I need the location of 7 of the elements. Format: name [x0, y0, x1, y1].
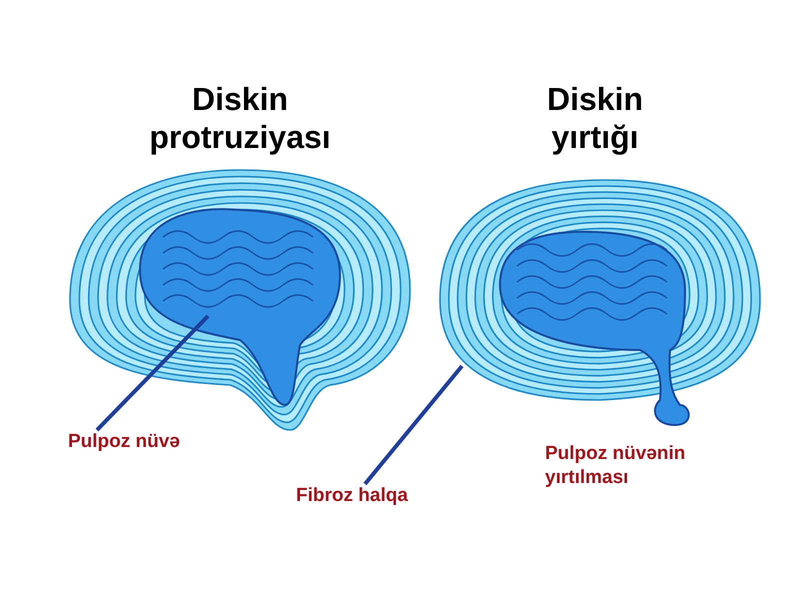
heading: Diskin protruziyası: [148, 80, 332, 156]
heading: Diskin yırtığı: [546, 80, 644, 156]
nucleus-drawing: [139, 208, 341, 406]
callout-label: Fibroz halqa: [296, 484, 408, 508]
leader-line: [363, 364, 464, 486]
callout-label: Pulpoz nüvə: [68, 430, 180, 454]
caption-label: Pulpoz nüvənin yırtılması: [545, 442, 686, 490]
